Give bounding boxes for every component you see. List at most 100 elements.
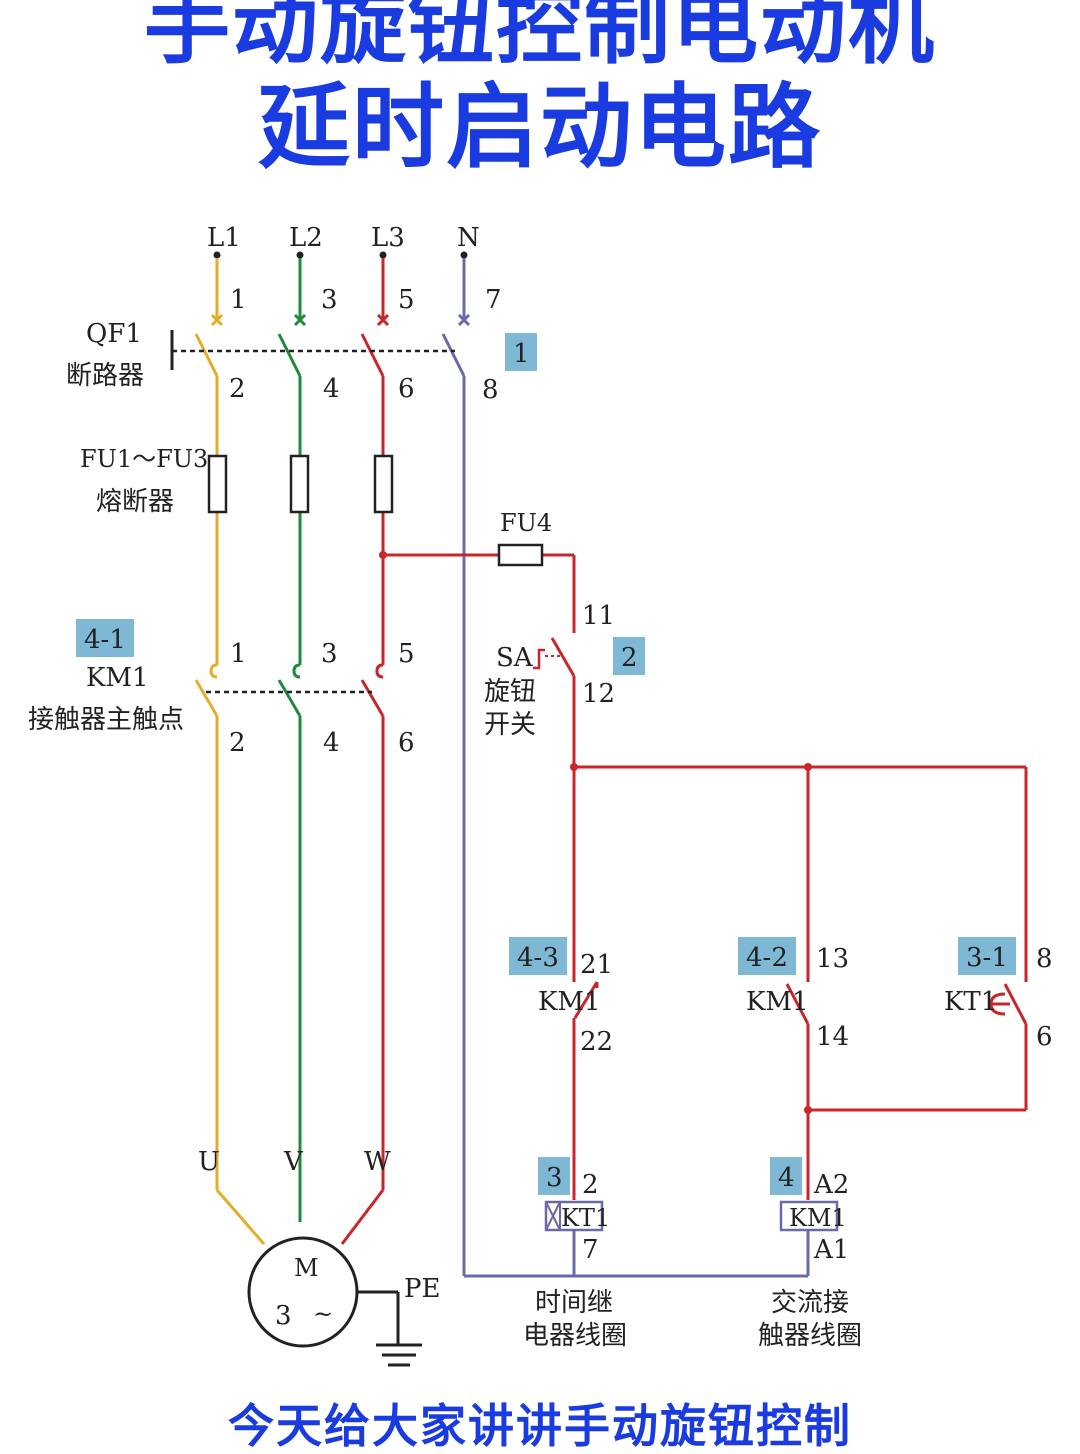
- qf1-terminal-2: 2: [229, 374, 246, 404]
- qf1-terminal-3: 3: [321, 285, 338, 315]
- km1-coil-desc-1: 交流接: [771, 1288, 849, 1318]
- motor: U V W M 3 ~ PE: [198, 1147, 440, 1367]
- title-line-1: 手动旋钮控制电动机: [144, 0, 936, 76]
- fu4-name: FU4: [500, 509, 552, 537]
- km1-main-terminal-4: 4: [323, 728, 340, 758]
- terminal-dot-l3: [379, 251, 387, 259]
- contactor-main-tag: 4-1: [84, 625, 126, 655]
- terminal-dot-l2: [296, 251, 304, 259]
- kt1-contact-tag: 3-1: [966, 943, 1008, 973]
- phase-label-l1: L1: [207, 223, 241, 253]
- junction-sa-out: [570, 763, 578, 771]
- km1-coil-desc-2: 触器线圈: [758, 1321, 862, 1351]
- tag-box-4-3: [509, 937, 567, 975]
- qf1-terminal-5: 5: [398, 285, 415, 315]
- kt1-coil-terminal-7: 7: [582, 1235, 599, 1265]
- breaker-name: QF1: [86, 319, 142, 349]
- km1-nc-terminal-21: 21: [580, 950, 613, 980]
- km1-no-name: KM1: [746, 987, 809, 1017]
- km1-nc-terminal-22: 22: [580, 1027, 613, 1057]
- wire-l2: [277, 258, 307, 1222]
- km1-main-terminal-2: 2: [229, 728, 246, 758]
- kt1-contact-terminal-6: 6: [1036, 1022, 1053, 1052]
- kt1-contact-name: KT1: [944, 987, 997, 1017]
- tag-box-1: [505, 333, 537, 371]
- fuses-fu1-fu3: [207, 454, 394, 514]
- km1-nc-tag: 4-3: [517, 943, 559, 973]
- junction-km1-no-bottom: [804, 1106, 812, 1114]
- phase-label-l3: L3: [371, 223, 405, 253]
- phase-labels: L1 L2 L3 N: [207, 223, 480, 259]
- motor-terminal-u: U: [198, 1147, 220, 1177]
- sa-desc-2: 开关: [484, 710, 536, 740]
- sa-name: SA: [496, 643, 534, 673]
- motor-terminal-v: V: [283, 1147, 304, 1177]
- terminal-dot-l1: [213, 251, 221, 259]
- tag-box-4: [770, 1157, 802, 1195]
- contactor-main-km1: 4-1 KM1 接触器主触点 1 3 5 2 4 6: [28, 619, 415, 758]
- km1-main-terminal-6: 6: [398, 728, 415, 758]
- wire-n: [441, 258, 810, 1278]
- kt1-coil-desc-2: 电器线圈: [523, 1321, 627, 1351]
- sa-terminal-11: 11: [582, 601, 615, 631]
- motor-phase: 3: [275, 1301, 292, 1331]
- wire-l3: [340, 258, 390, 1245]
- tag-box-4-2: [738, 937, 796, 975]
- motor-ac: ~: [313, 1300, 333, 1328]
- title-line-2: 延时启动电路: [257, 74, 822, 181]
- contactor-main-name: KM1: [86, 663, 149, 693]
- motor-label: M: [294, 1254, 319, 1282]
- qf1-terminal-7: 7: [485, 285, 502, 315]
- km1-coil-tag: 4: [778, 1163, 795, 1193]
- tag-box-3-1: [958, 937, 1016, 975]
- tag-box-3: [538, 1157, 570, 1195]
- km1-main-terminal-5: 5: [398, 639, 415, 669]
- kt1-coil-terminal-2: 2: [582, 1170, 599, 1200]
- km1-coil-name: KM1: [789, 1204, 847, 1232]
- qf1-terminal-6: 6: [398, 374, 415, 404]
- km1-no-tag: 4-2: [746, 943, 788, 973]
- terminal-dot-n: [460, 251, 468, 259]
- motor-pe: PE: [404, 1274, 440, 1304]
- km1-no-terminal-13: 13: [816, 944, 849, 974]
- km1-coil-terminal-a2: A2: [813, 1170, 849, 1200]
- breaker-tag: 1: [513, 339, 530, 369]
- junction-km1-no-top: [804, 763, 812, 771]
- tag-box-2: [613, 637, 645, 675]
- kt1-contact-terminal-8: 8: [1036, 944, 1053, 974]
- kt1-coil: KT1 3 2 7 时间继 电器线圈: [523, 1157, 627, 1351]
- km1-main-terminal-3: 3: [321, 639, 338, 669]
- qf1-terminal-1: 1: [230, 285, 247, 315]
- sa-desc-1: 旋钮: [484, 677, 536, 707]
- motor-terminal-w: W: [364, 1147, 391, 1177]
- kt1-coil-tag: 3: [546, 1163, 563, 1193]
- kt1-coil-name: KT1: [561, 1204, 610, 1232]
- fuse-fu4: [497, 543, 544, 567]
- fuses-desc: 熔断器: [96, 487, 174, 517]
- qf1-terminal-4: 4: [323, 374, 340, 404]
- junction-l3-control: [379, 551, 387, 559]
- km1-nc-contact: 4-3 KM1 21 22: [509, 937, 613, 1057]
- km1-coil: KM1 4 A2 A1 交流接 触器线圈: [758, 1157, 862, 1351]
- kt1-delay-contact: 3-1 KT1 8 6: [944, 937, 1053, 1052]
- km1-coil-terminal-a1: A1: [813, 1235, 849, 1265]
- footer-caption: 今天给大家讲讲手动旋钮控制: [228, 1399, 852, 1453]
- tag-box-4-1: [76, 619, 134, 657]
- wire-l1: [194, 258, 266, 1245]
- km1-no-contact: 4-2 KM1 13 14: [738, 937, 849, 1052]
- contactor-main-desc: 接触器主触点: [28, 705, 184, 735]
- rotary-switch-sa: SA 旋钮 开关 11 12 2: [484, 601, 645, 740]
- sa-tag: 2: [621, 643, 638, 673]
- sa-terminal-12: 12: [582, 679, 615, 709]
- phase-label-l2: L2: [289, 223, 323, 253]
- breaker-desc: 断路器: [66, 361, 144, 391]
- km1-nc-name: KM1: [538, 987, 601, 1017]
- qf1-terminal-8: 8: [482, 375, 499, 405]
- phase-label-n: N: [457, 223, 480, 253]
- km1-main-terminal-1: 1: [230, 639, 247, 669]
- fuses-name: FU1～FU3: [80, 445, 208, 473]
- km1-no-terminal-14: 14: [816, 1022, 849, 1052]
- kt1-coil-desc-1: 时间继: [535, 1288, 613, 1318]
- control-top-wire: [383, 553, 576, 633]
